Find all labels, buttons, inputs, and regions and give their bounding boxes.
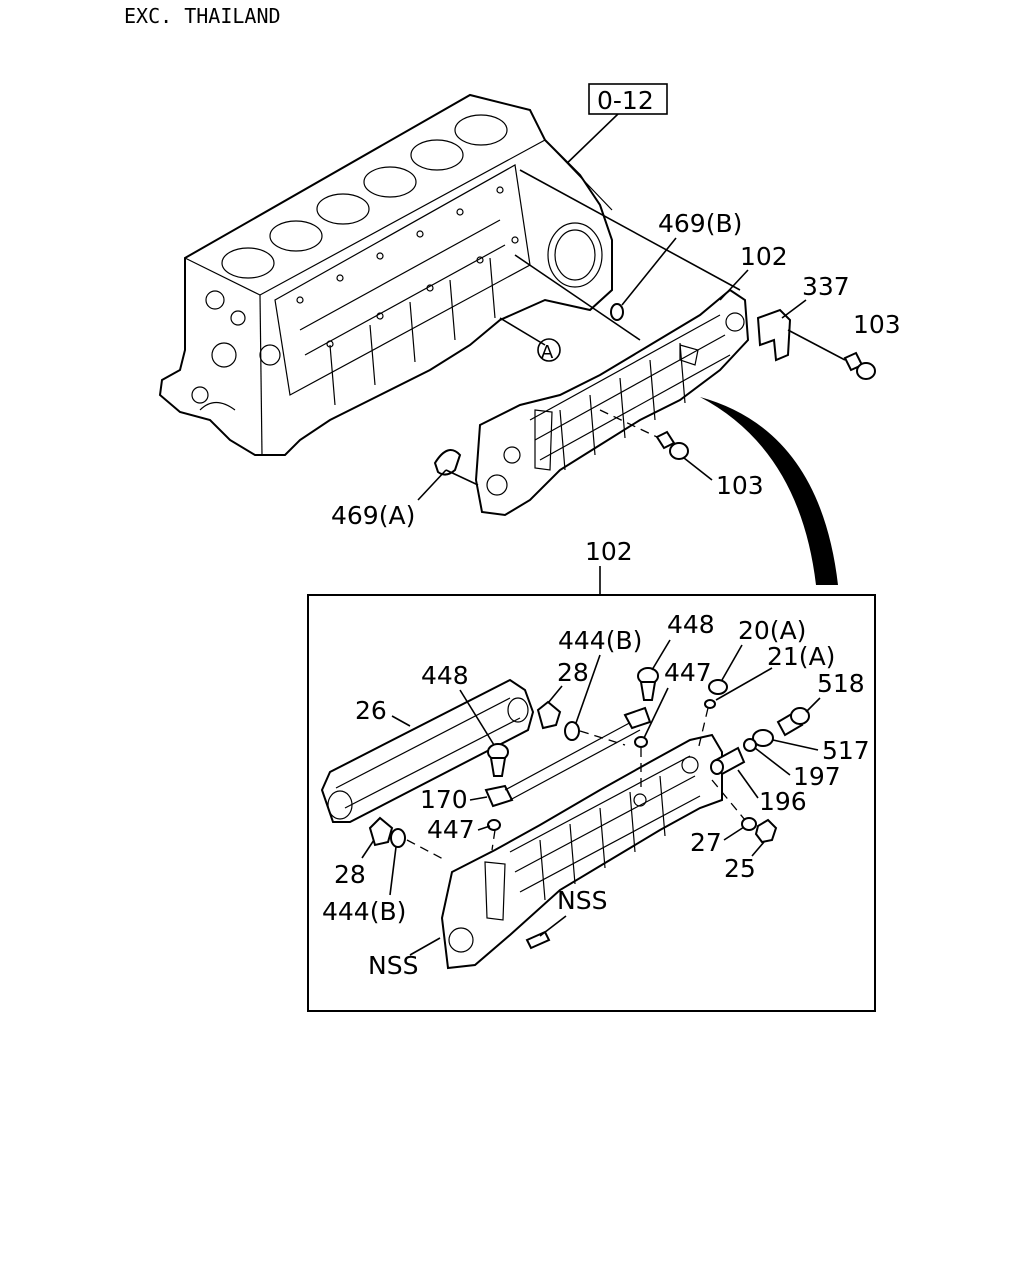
dash-line-2	[579, 730, 626, 746]
label-27: 27	[690, 828, 722, 857]
pipe-170	[504, 719, 641, 801]
cover-26	[320, 678, 535, 823]
washer-197	[743, 738, 757, 752]
nut-25	[754, 818, 778, 844]
bracket-337	[756, 308, 792, 362]
label-447-left: 447	[427, 815, 475, 844]
label-518: 518	[817, 669, 865, 698]
bolt-518	[776, 707, 810, 737]
ref-box-leader	[559, 113, 619, 171]
plug-20a	[708, 679, 728, 695]
leader-block-to-cooler	[514, 254, 641, 341]
label-nss-right: NSS	[557, 886, 607, 915]
label-447-top: 447	[664, 658, 712, 687]
label-444b-top: 444(B)	[558, 626, 642, 655]
label-469b: 469(B)	[658, 209, 742, 238]
gasket-28-top	[536, 700, 562, 730]
oring-444b-bottom	[390, 828, 406, 848]
detail-title: 102	[585, 537, 633, 566]
label-20a: 20(A)	[738, 616, 806, 645]
detail-box	[307, 594, 876, 1012]
label-196: 196	[759, 787, 807, 816]
oil-cooler-detail	[440, 733, 723, 970]
ref-box[interactable]: 0-12	[588, 83, 668, 115]
label-nss-left: NSS	[368, 951, 418, 980]
label-170: 170	[420, 785, 468, 814]
ref-box-label: 0-12	[597, 86, 654, 115]
callout-a[interactable]: A	[537, 338, 561, 363]
label-103-right: 103	[853, 310, 901, 339]
label-102-upper: 102	[740, 242, 788, 271]
label-517: 517	[822, 736, 870, 765]
label-28-top: 28	[557, 658, 589, 687]
label-197: 197	[793, 762, 841, 791]
callout-a-label: A	[541, 342, 554, 363]
nss-plate	[525, 930, 551, 950]
bolt-448-left	[487, 743, 509, 777]
gasket-28-bottom	[368, 816, 394, 847]
washer-517	[752, 729, 774, 747]
leader-circle-a	[499, 317, 546, 346]
label-444b-bottom: 444(B)	[322, 897, 406, 926]
bolt-448-top	[637, 667, 659, 701]
dash-line-3	[697, 707, 709, 751]
washer-27	[741, 817, 757, 831]
dash-line-4	[711, 779, 746, 821]
label-28-bottom: 28	[334, 860, 366, 889]
label-26: 26	[355, 696, 387, 725]
diagram-title: EXC. THAILAND	[124, 4, 281, 28]
oring-21a	[704, 699, 716, 709]
label-448-top: 448	[667, 610, 715, 639]
bolt-103-middle	[655, 430, 689, 460]
label-448-left: 448	[421, 661, 469, 690]
label-25: 25	[724, 854, 756, 883]
oring-444b-top	[564, 721, 580, 741]
bolt-103-right	[843, 351, 876, 380]
dash-line-5	[491, 829, 496, 851]
oil-cooler-upper	[474, 288, 750, 517]
oring-447-top	[634, 736, 648, 748]
fitting-170	[484, 784, 514, 808]
label-21a: 21(A)	[767, 642, 835, 671]
label-469a: 469(A)	[331, 501, 415, 530]
fitting-196	[710, 746, 746, 776]
gasket-469b	[610, 303, 624, 321]
leader-block-to-bracket	[519, 169, 741, 291]
label-103-mid: 103	[716, 471, 764, 500]
dash-line-1	[406, 839, 446, 861]
detail-arrow	[700, 397, 838, 585]
label-337: 337	[802, 272, 850, 301]
oring-447-left	[487, 819, 501, 831]
